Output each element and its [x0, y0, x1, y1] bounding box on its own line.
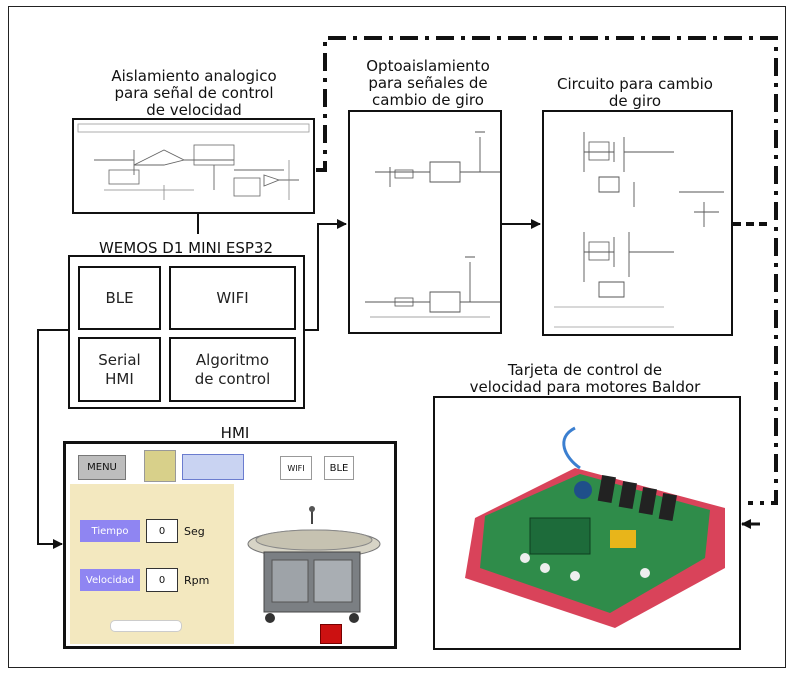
- hmi-wifi-button[interactable]: WIFI: [280, 456, 312, 480]
- hmi-velocidad-unit: Rpm: [184, 574, 210, 587]
- arrow-wemos-to-hmi: [37, 329, 68, 549]
- hmi-velocidad-label: Velocidad: [80, 569, 140, 591]
- hmi-machine-image: [247, 506, 381, 623]
- wemos-cell-algorithm: Algoritmo de control: [169, 337, 296, 402]
- hmi-tiempo-label: Tiempo: [80, 520, 140, 542]
- wemos-cell-ble: BLE: [78, 266, 161, 330]
- circuit-schematic-box: [542, 110, 733, 336]
- hmi-tiempo-field[interactable]: 0: [146, 519, 178, 543]
- hmi-tiempo-unit: Seg: [184, 525, 205, 538]
- hmi-logo-1: [144, 450, 176, 482]
- circuit-schematic: [554, 132, 724, 328]
- board-photo: [465, 426, 725, 628]
- opto-title: Optoaislamiento para señales de cambio d…: [366, 57, 490, 109]
- hmi-menu-button[interactable]: MENU: [78, 455, 126, 480]
- analog-schematic-box: [72, 118, 315, 214]
- hmi-velocidad-field[interactable]: 0: [146, 568, 178, 592]
- hmi-stop-button[interactable]: [320, 624, 342, 644]
- hmi-ble-button[interactable]: BLE: [324, 456, 354, 480]
- opto-schematic-box: [348, 110, 502, 334]
- circuit-title: Circuito para cambio de giro: [557, 75, 713, 110]
- arrow-wemos-to-opto: [305, 219, 347, 331]
- hmi-logo-2: [182, 454, 244, 480]
- wemos-cell-serial-hmi: Serial HMI: [78, 337, 161, 402]
- hmi-screen: MENU WIFI BLE Tiempo 0 Seg Velocidad 0 R…: [63, 441, 397, 649]
- board-photo-box: [433, 396, 741, 650]
- hmi-title: HMI: [220, 424, 250, 442]
- analog-schematic: [77, 123, 310, 200]
- wemos-title: WEMOS D1 MINI ESP32: [98, 239, 274, 257]
- board-title: Tarjeta de control de velocidad para mot…: [469, 361, 701, 396]
- dashdot-loop: [316, 36, 778, 505]
- outer-frame: [8, 6, 786, 668]
- hmi-slider[interactable]: [110, 620, 182, 632]
- hmi-left-panel: [70, 484, 234, 644]
- opto-schematic: [365, 131, 500, 318]
- analog-title: Aislamiento analogico para señal de cont…: [111, 67, 277, 119]
- wemos-cell-wifi: WIFI: [169, 266, 296, 330]
